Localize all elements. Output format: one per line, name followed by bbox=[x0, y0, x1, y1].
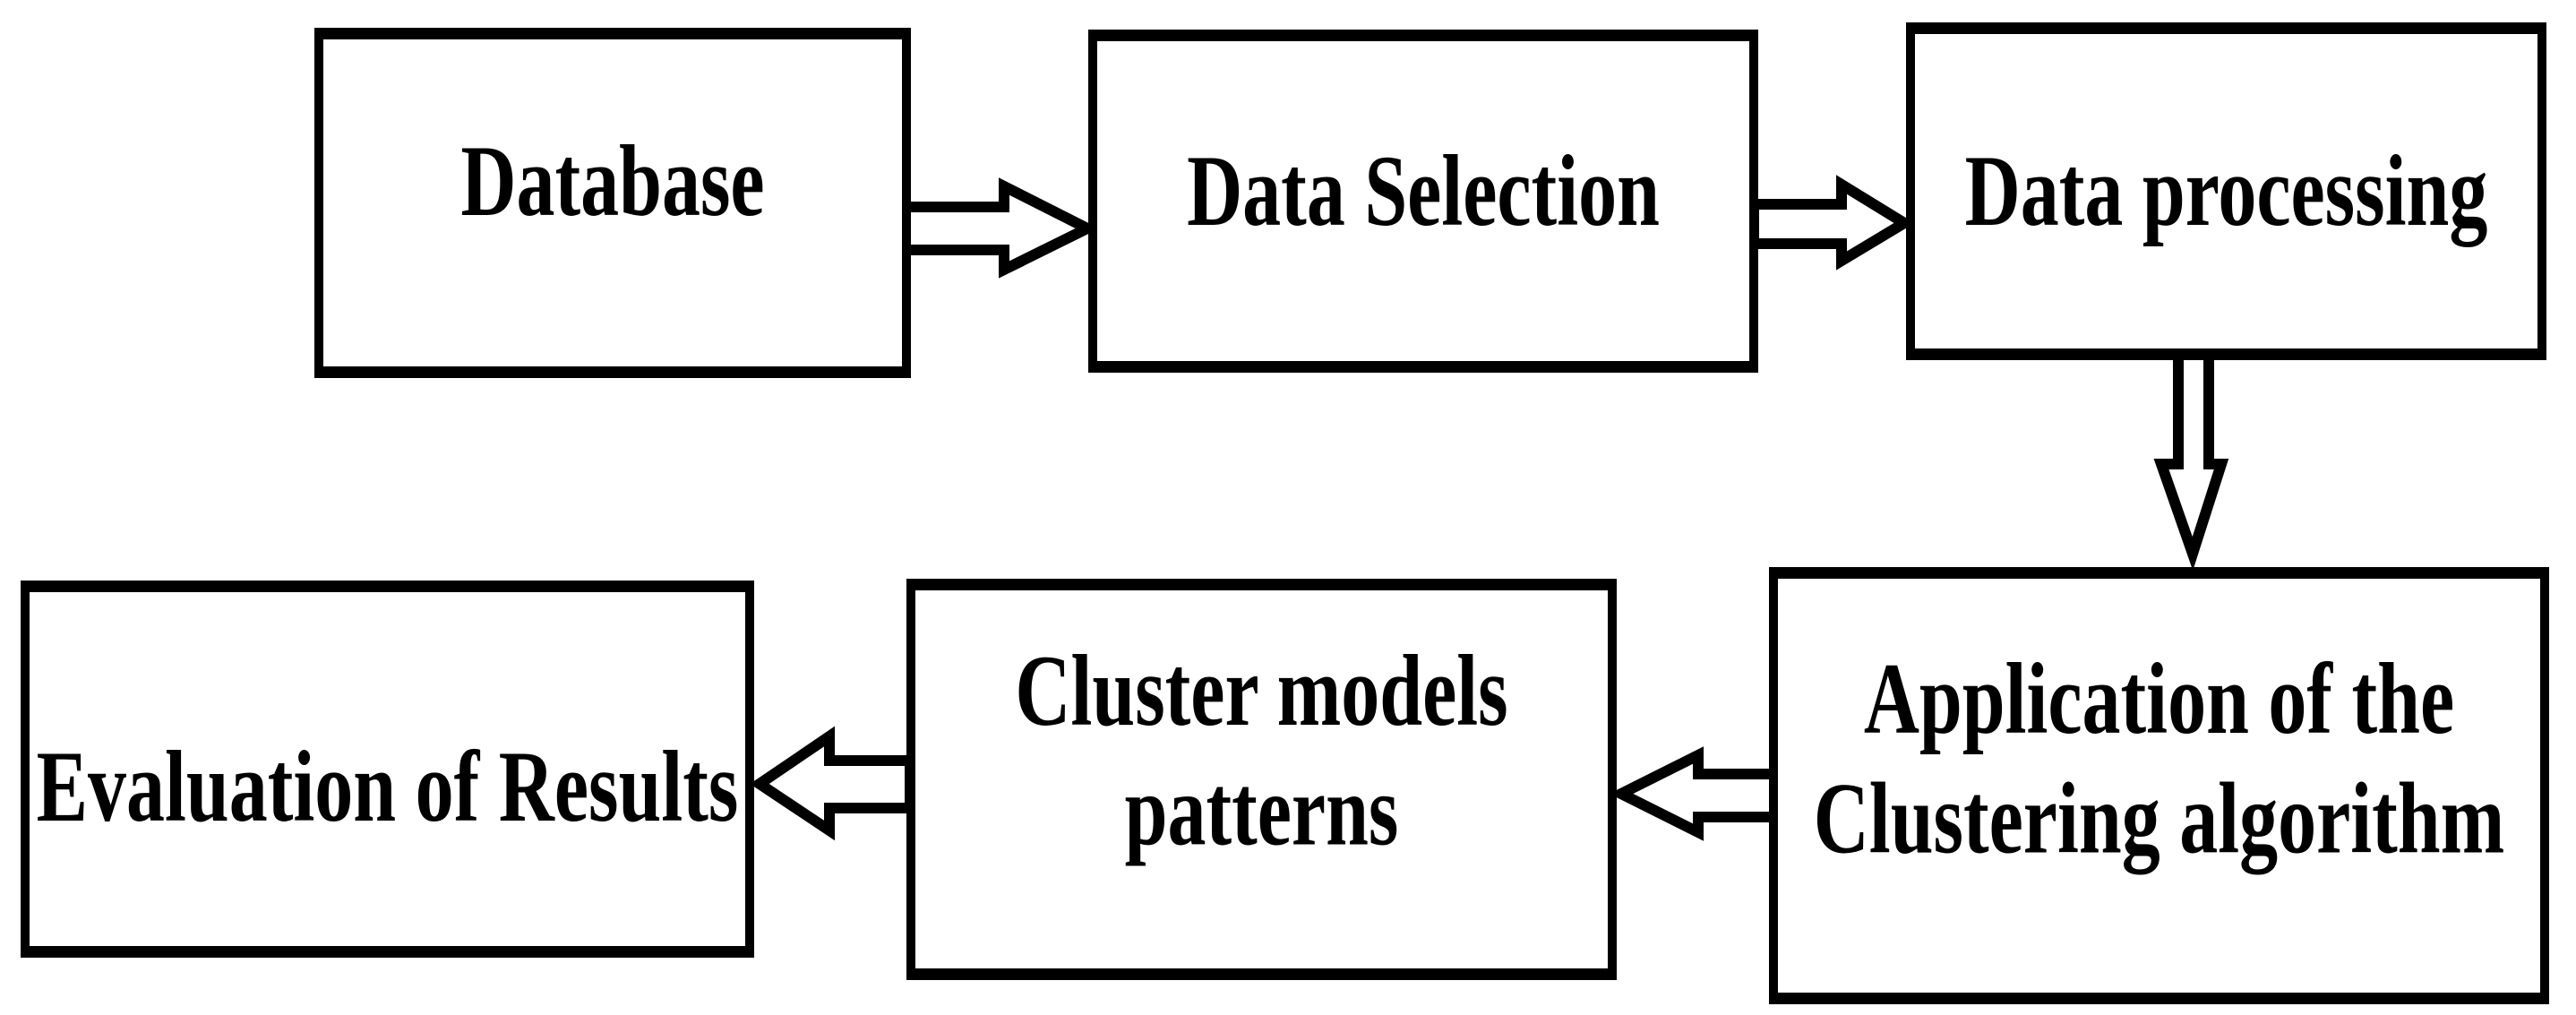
left-block-arrow-icon bbox=[750, 726, 915, 841]
right-block-arrow-icon bbox=[897, 177, 1100, 279]
right-block-arrow-icon bbox=[1748, 175, 1915, 271]
node-data-processing: Data processing bbox=[1906, 22, 2546, 360]
node-evaluation-of-results: Evaluation of Results bbox=[21, 581, 754, 958]
node-database-label: Database bbox=[460, 124, 765, 238]
node-data-selection-label: Data Selection bbox=[1187, 133, 1660, 248]
node-application-of-clustering-algorithm: Application of the Clustering algorithm bbox=[1769, 567, 2549, 1004]
node-database: Database bbox=[314, 28, 911, 378]
left-block-arrow-icon bbox=[1609, 746, 1781, 841]
node-evaluation-label: Evaluation of Results bbox=[36, 729, 739, 844]
node-application-label: Application of the Clustering algorithm bbox=[1813, 641, 2505, 875]
down-block-arrow-icon bbox=[2153, 348, 2229, 571]
node-cluster-models-patterns: Cluster models patterns bbox=[906, 579, 1617, 980]
node-cluster-models-label: Cluster models patterns bbox=[1015, 633, 1508, 867]
node-data-processing-label: Data processing bbox=[1964, 133, 2488, 248]
node-data-selection: Data Selection bbox=[1088, 30, 1758, 373]
